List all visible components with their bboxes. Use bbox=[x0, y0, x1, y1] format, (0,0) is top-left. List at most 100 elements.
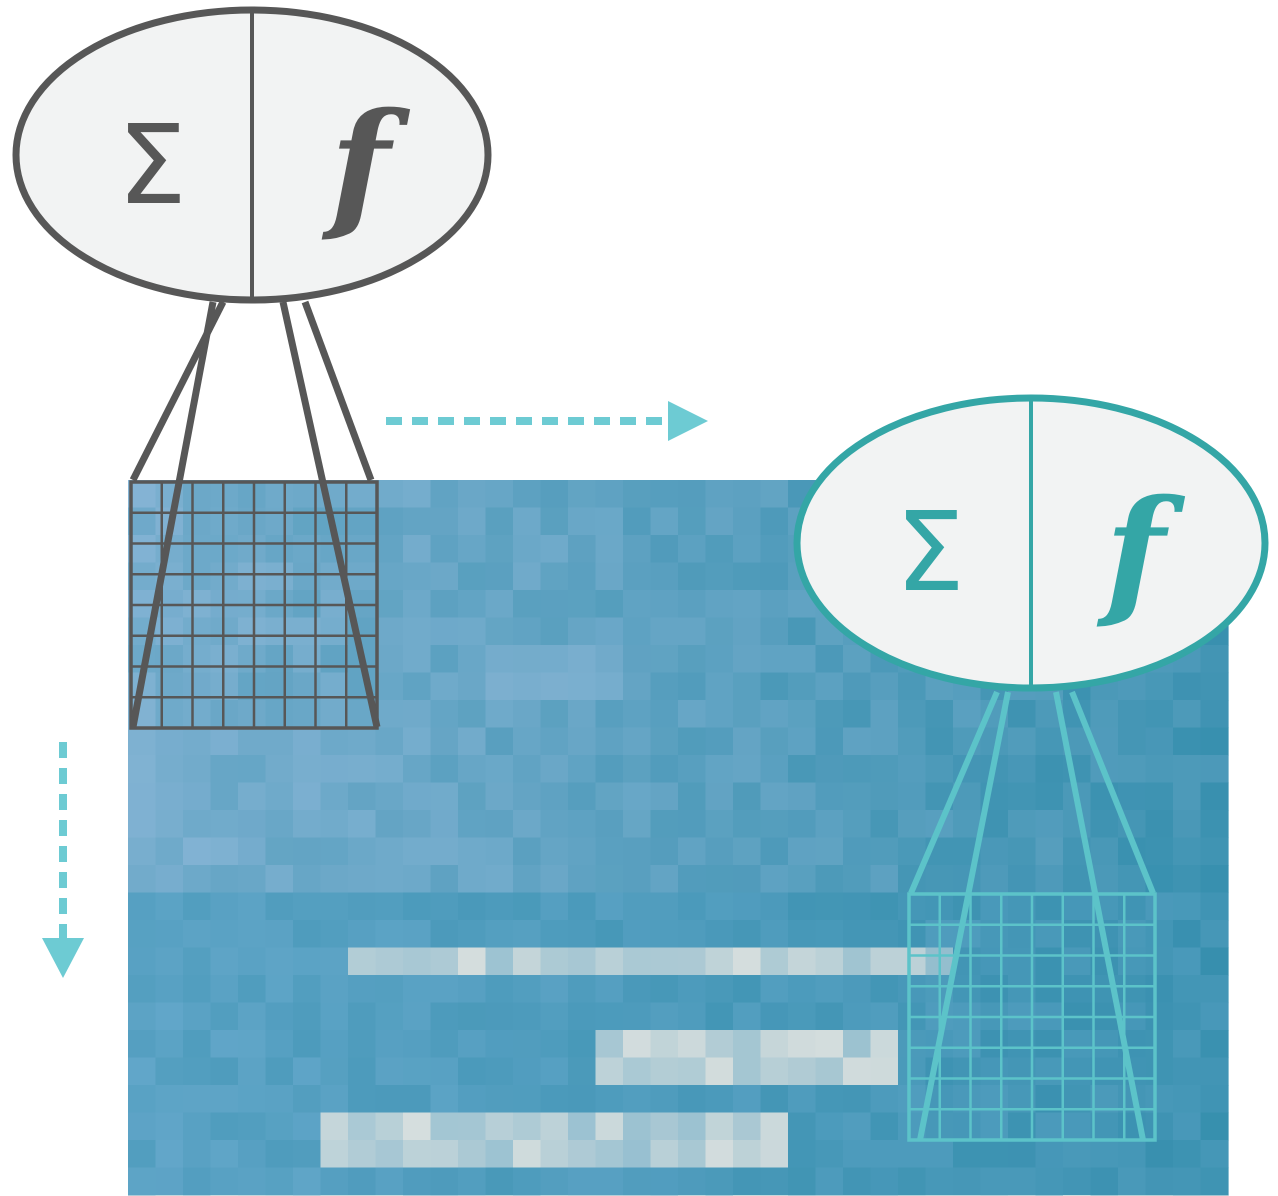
image-pixel bbox=[485, 562, 514, 591]
image-pixel bbox=[705, 1030, 734, 1059]
image-pixel bbox=[1173, 672, 1202, 701]
image-pixel bbox=[760, 865, 789, 894]
image-pixel bbox=[293, 727, 322, 756]
image-pixel bbox=[733, 755, 762, 784]
image-pixel bbox=[513, 1085, 542, 1114]
image-pixel bbox=[155, 727, 184, 756]
image-pixel bbox=[183, 727, 212, 756]
image-pixel bbox=[430, 700, 459, 729]
image-pixel bbox=[1200, 975, 1229, 1004]
image-pixel bbox=[293, 700, 322, 729]
image-pixel bbox=[1118, 1167, 1147, 1196]
image-pixel bbox=[678, 837, 707, 866]
image-pixel bbox=[733, 810, 762, 839]
image-pixel bbox=[595, 865, 624, 894]
image-pixel bbox=[1173, 1112, 1202, 1141]
image-pixel bbox=[128, 1112, 157, 1141]
image-pixel bbox=[458, 1167, 487, 1196]
image-pixel bbox=[953, 810, 982, 839]
image-pixel bbox=[155, 1140, 184, 1169]
image-pixel bbox=[513, 480, 542, 509]
image-pixel bbox=[760, 562, 789, 591]
image-pixel bbox=[705, 892, 734, 921]
image-pixel bbox=[458, 480, 487, 509]
image-pixel bbox=[128, 1002, 157, 1031]
image-pixel bbox=[650, 810, 679, 839]
image-pixel bbox=[650, 1140, 679, 1169]
image-pixel bbox=[815, 1140, 844, 1169]
image-pixel bbox=[293, 1057, 322, 1086]
connections-initial bbox=[129, 300, 381, 728]
image-pixel bbox=[843, 975, 872, 1004]
image-pixel bbox=[898, 892, 927, 921]
image-pixel bbox=[375, 727, 404, 756]
image-pixel bbox=[1145, 1140, 1174, 1169]
image-pixel bbox=[760, 480, 789, 509]
image-pixel bbox=[238, 562, 267, 591]
image-pixel bbox=[540, 535, 569, 564]
image-pixel bbox=[623, 755, 652, 784]
image-pixel bbox=[540, 1140, 569, 1169]
image-pixel bbox=[568, 645, 597, 674]
image-pixel bbox=[485, 1057, 514, 1086]
image-pixel bbox=[843, 947, 872, 976]
image-pixel bbox=[513, 947, 542, 976]
image-pixel bbox=[513, 810, 542, 839]
image-pixel bbox=[843, 1057, 872, 1086]
image-pixel bbox=[595, 810, 624, 839]
image-pixel bbox=[210, 645, 239, 674]
image-pixel bbox=[595, 837, 624, 866]
image-pixel bbox=[595, 727, 624, 756]
image-pixel bbox=[375, 700, 404, 729]
image-pixel bbox=[953, 975, 982, 1004]
image-pixel bbox=[788, 672, 817, 701]
image-pixel bbox=[210, 1002, 239, 1031]
image-pixel bbox=[348, 782, 377, 811]
image-pixel bbox=[265, 617, 294, 646]
image-pixel bbox=[293, 865, 322, 894]
image-pixel bbox=[1118, 1140, 1147, 1169]
image-pixel bbox=[1035, 1030, 1064, 1059]
image-pixel bbox=[485, 975, 514, 1004]
image-pixel bbox=[485, 700, 514, 729]
image-pixel bbox=[375, 535, 404, 564]
image-pixel bbox=[430, 1140, 459, 1169]
neuron-shifted: Σ f bbox=[793, 394, 1269, 692]
image-pixel bbox=[898, 975, 927, 1004]
image-pixel bbox=[430, 1057, 459, 1086]
image-pixel bbox=[238, 1030, 267, 1059]
image-pixel bbox=[788, 865, 817, 894]
image-pixel bbox=[375, 782, 404, 811]
image-pixel bbox=[733, 727, 762, 756]
image-pixel bbox=[238, 837, 267, 866]
image-pixel bbox=[595, 892, 624, 921]
image-pixel bbox=[788, 727, 817, 756]
image-pixel bbox=[623, 507, 652, 536]
image-pixel bbox=[623, 975, 652, 1004]
image-pixel bbox=[265, 480, 294, 509]
image-pixel bbox=[348, 755, 377, 784]
image-pixel bbox=[458, 837, 487, 866]
image-pixel bbox=[980, 1167, 1009, 1196]
image-pixel bbox=[568, 755, 597, 784]
image-pixel bbox=[1118, 892, 1147, 921]
image-pixel bbox=[705, 672, 734, 701]
connection-line bbox=[301, 300, 375, 482]
image-pixel bbox=[375, 1030, 404, 1059]
image-pixel bbox=[183, 920, 212, 949]
image-pixel bbox=[1008, 837, 1037, 866]
image-pixel bbox=[458, 617, 487, 646]
image-pixel bbox=[348, 562, 377, 591]
image-pixel bbox=[238, 947, 267, 976]
image-pixel bbox=[815, 892, 844, 921]
image-pixel bbox=[238, 700, 267, 729]
image-pixel bbox=[348, 947, 377, 976]
image-pixel bbox=[458, 755, 487, 784]
image-pixel bbox=[320, 1002, 349, 1031]
image-pixel bbox=[1173, 700, 1202, 729]
image-pixel bbox=[870, 782, 899, 811]
image-pixel bbox=[320, 755, 349, 784]
image-pixel bbox=[650, 480, 679, 509]
image-pixel bbox=[1145, 1112, 1174, 1141]
